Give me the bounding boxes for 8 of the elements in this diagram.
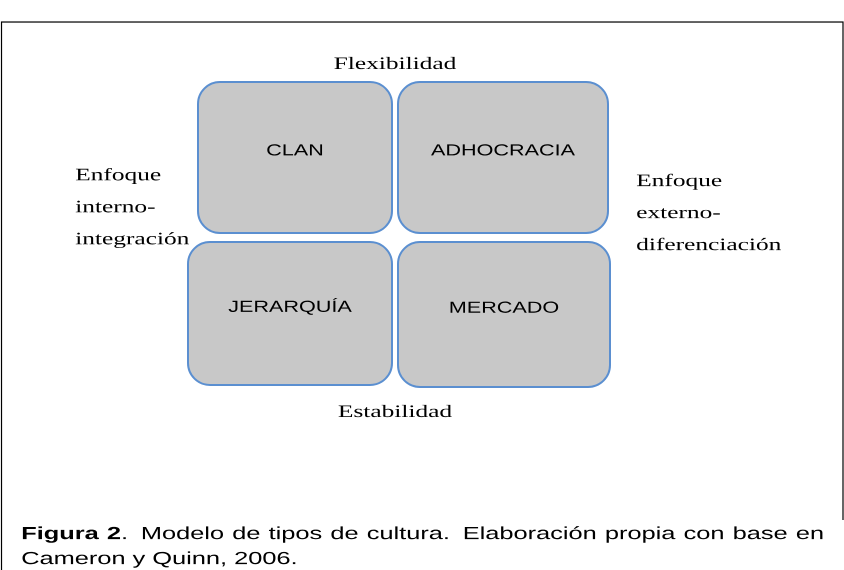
figure-caption: Figura 2. Modelo de tipos de cultura. Elaboración propia con base en Cameron y Quinn, 2006.: [22, 526, 822, 568]
quadrant-box: CLAN: [197, 81, 393, 234]
quadrant-box: ADHOCRACIA: [397, 81, 609, 234]
axis-label: Enfoque interno- integración: [76, 168, 189, 248]
axis-label: Enfoque externo- diferenciación: [636, 174, 781, 250]
axis-label: Flexibilidad: [334, 56, 456, 70]
quadrant-box: MERCADO: [397, 241, 611, 388]
axis-label: Estabilidad: [338, 404, 452, 418]
